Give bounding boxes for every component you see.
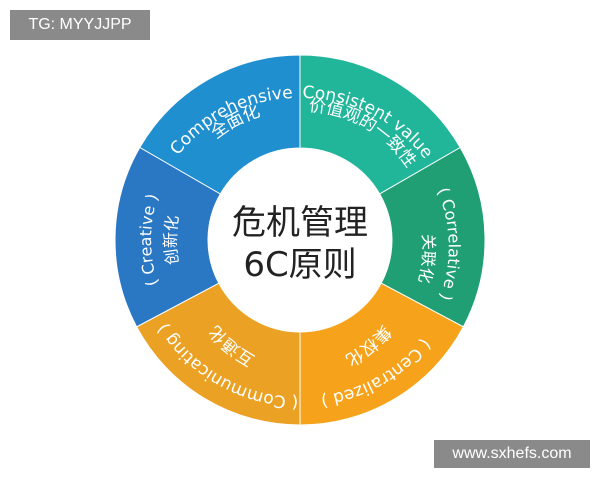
center-title-line2: 6C原则	[243, 245, 356, 285]
segment-label-creative-zh: 创新化	[161, 214, 182, 266]
segment-label-correlative-zh: 关联化	[415, 234, 439, 286]
segment-ring	[114, 54, 486, 426]
center-circle	[208, 148, 392, 332]
watermark-url: www.sxhefs.com	[434, 440, 590, 468]
watermark-tag: TG: MYYJJPP	[10, 10, 150, 40]
center-title-line1: 危机管理	[232, 203, 368, 243]
